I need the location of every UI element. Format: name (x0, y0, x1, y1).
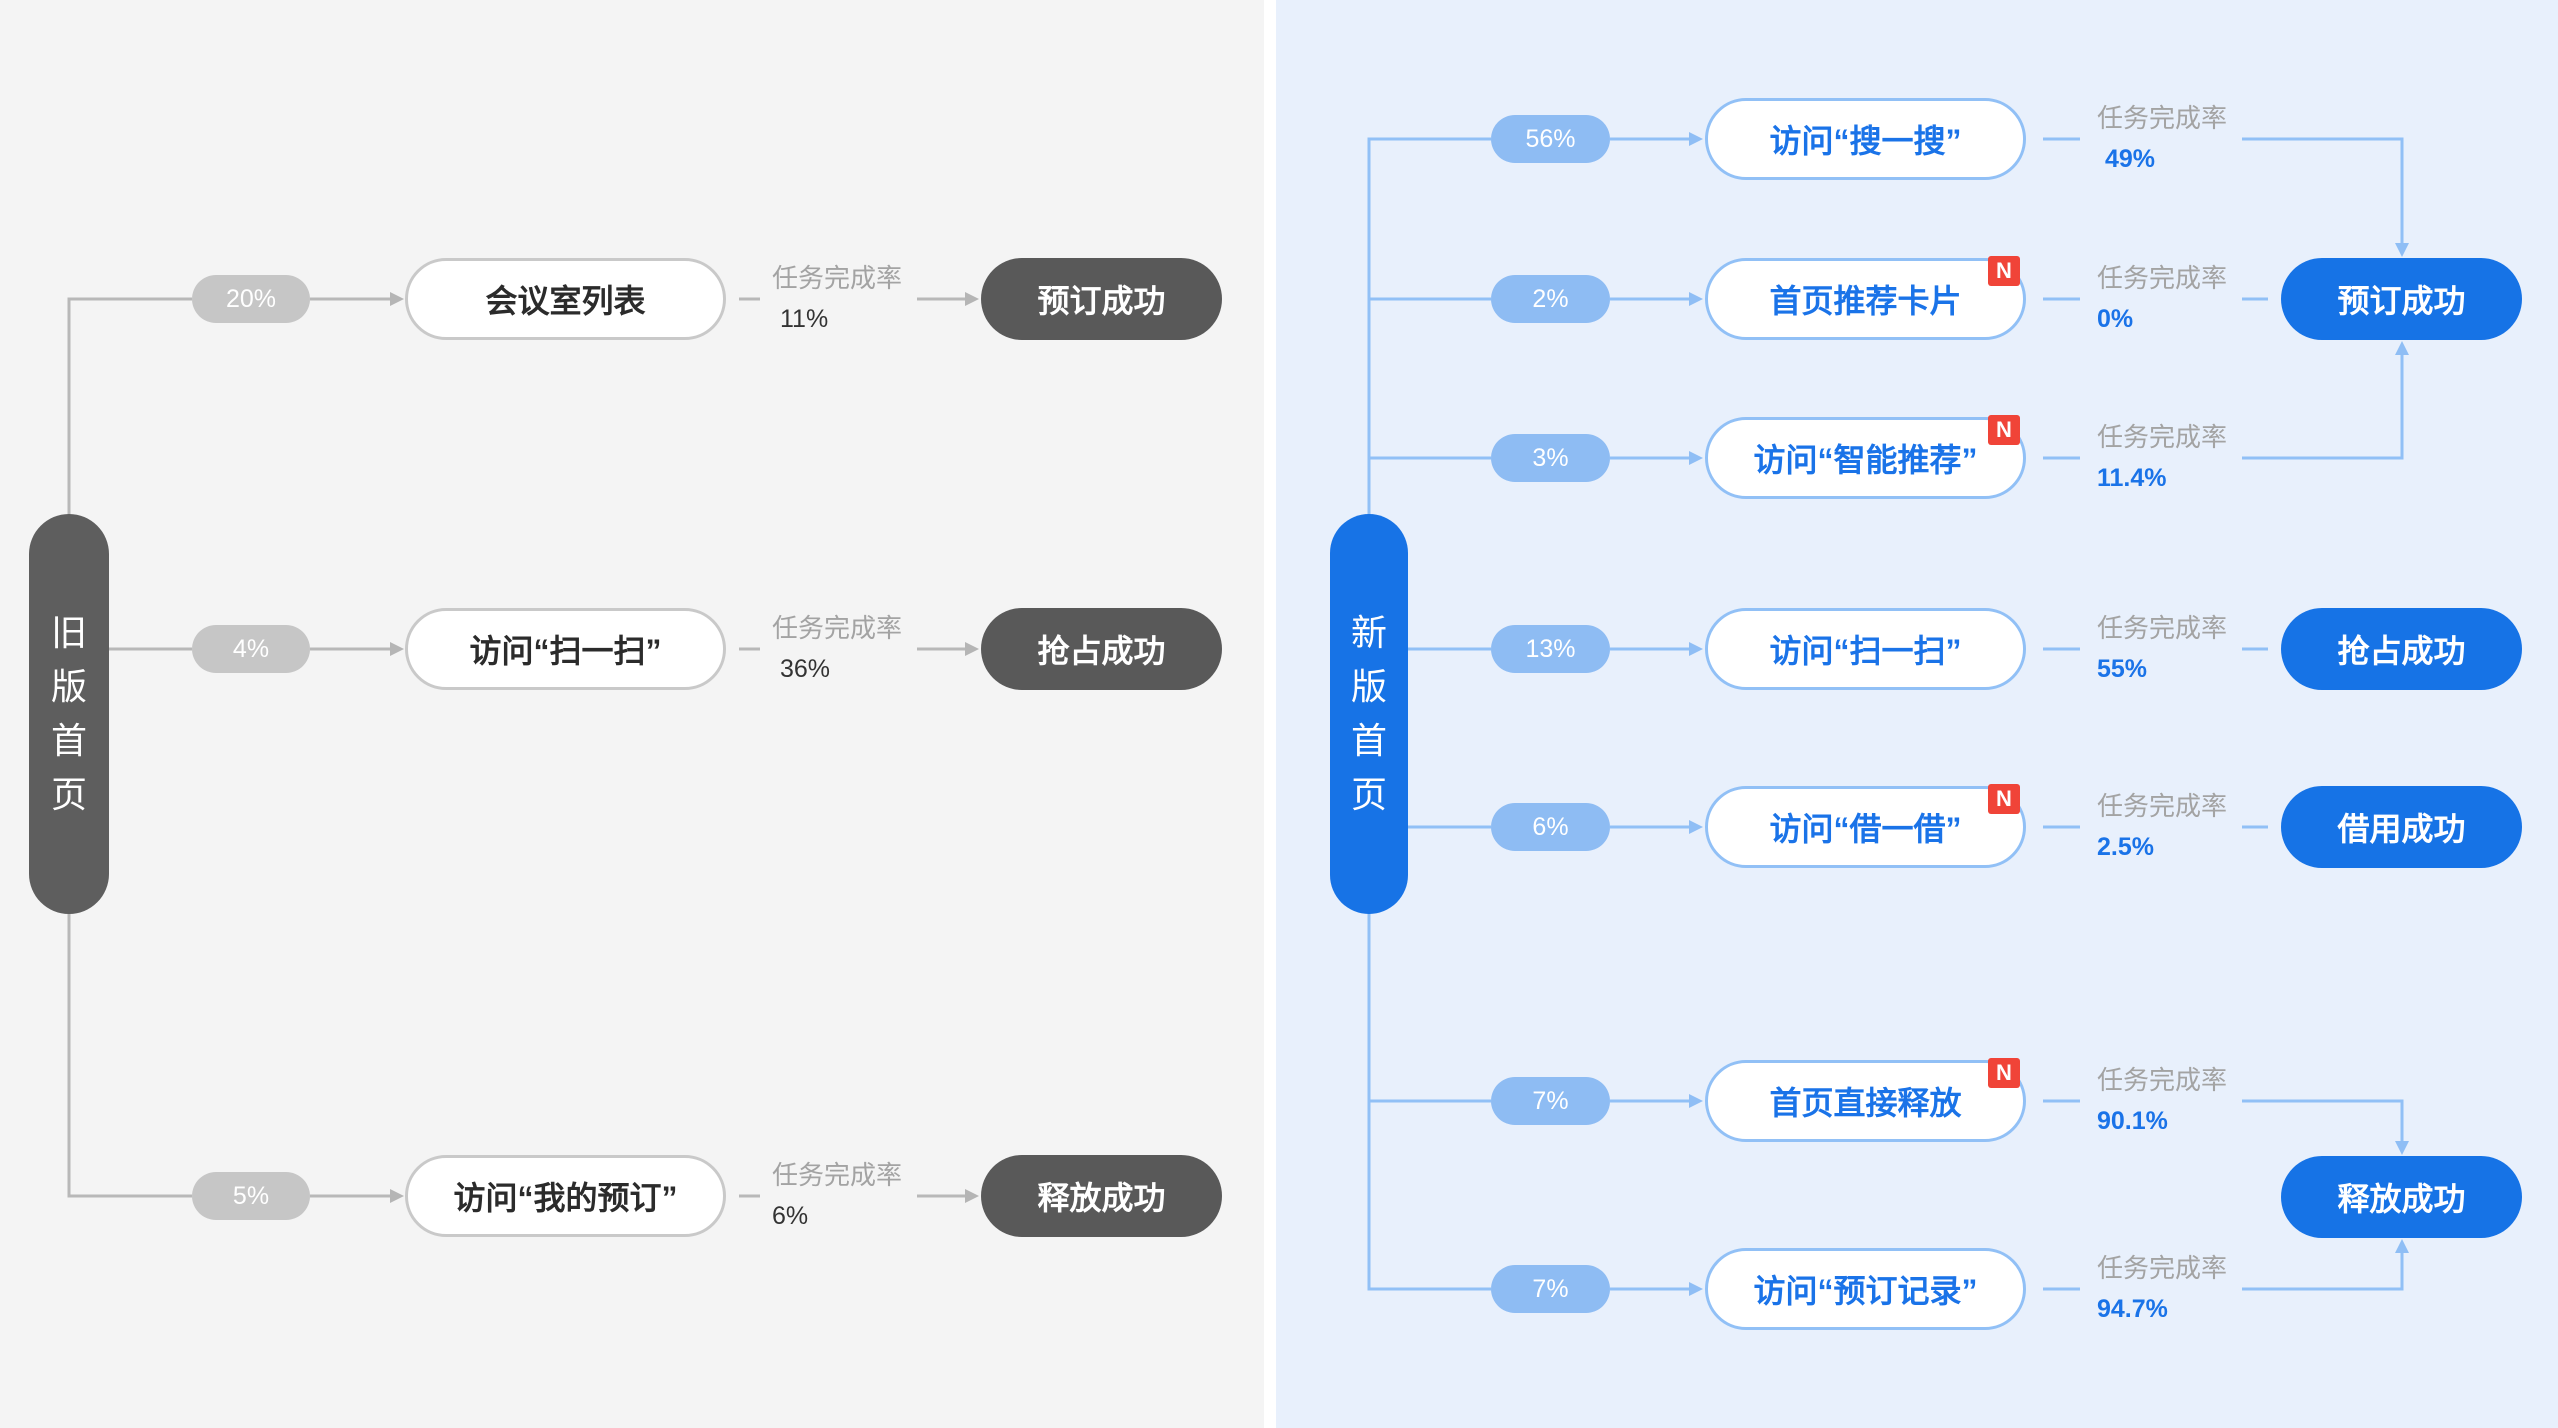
completion-rate-label: 任务完成率 (2097, 613, 2228, 643)
old-homepage-entry: 旧版首页 (29, 514, 109, 914)
traffic-share-pill: 3% (1491, 434, 1610, 482)
completion-rate-label: 任务完成率 (2097, 422, 2228, 452)
completion-rate-value: 11.4% (2097, 464, 2167, 492)
traffic-share-pill: 4% (192, 625, 310, 673)
new-arrow-to-result (2242, 137, 2409, 257)
panel-divider (1264, 0, 1276, 1428)
completion-rate-value: 6% (772, 1202, 809, 1230)
completion-rate-value: 2.5% (2097, 833, 2154, 861)
result-node: 预订成功 (981, 258, 1222, 340)
completion-rate-value: 11% (780, 305, 829, 333)
completion-rate-value: 49% (2105, 145, 2156, 173)
old-connectors (67, 292, 979, 1203)
completion-rate-label: 任务完成率 (2097, 1253, 2228, 1283)
entry-node: 访问“我的预订” (405, 1155, 726, 1237)
completion-rate-value: 94.7% (2097, 1295, 2168, 1323)
completion-rate-value: 36% (780, 655, 831, 683)
traffic-share-pill: 6% (1491, 803, 1610, 851)
traffic-share-pill: 13% (1491, 625, 1610, 673)
completion-rate-label: 任务完成率 (772, 613, 903, 643)
entry-node: 访问“扫一扫” (1705, 608, 2026, 690)
traffic-share-pill: 56% (1491, 115, 1610, 163)
completion-rate-label: 任务完成率 (2097, 263, 2228, 293)
new-badge-icon: N (1988, 1058, 2020, 1088)
new-arrow-to-result (2242, 341, 2409, 460)
traffic-share-pill: 2% (1491, 275, 1610, 323)
result-node-borrow: 借用成功 (2281, 786, 2522, 868)
traffic-share-pill: 7% (1491, 1265, 1610, 1313)
completion-rate-label: 任务完成率 (772, 263, 903, 293)
new-badge-icon: N (1988, 415, 2020, 445)
old-homepage-label: 旧版首页 (50, 612, 87, 815)
completion-rate-value: 90.1% (2097, 1107, 2168, 1135)
completion-rate-label: 任务完成率 (2097, 791, 2228, 821)
entry-node: 访问“预订记录” (1705, 1248, 2026, 1330)
entry-node: 访问“扫一扫” (405, 608, 726, 690)
entry-node: 访问“借一借” (1705, 786, 2026, 868)
result-node-release: 释放成功 (2281, 1156, 2522, 1238)
traffic-share-pill: 7% (1491, 1077, 1610, 1125)
new-connectors (1367, 132, 2409, 1296)
result-node-occupy: 抢占成功 (2281, 608, 2522, 690)
completion-rate-label: 任务完成率 (2097, 103, 2228, 133)
result-node: 释放成功 (981, 1155, 1222, 1237)
new-badge-icon: N (1988, 256, 2020, 286)
entry-node: 访问“搜一搜” (1705, 98, 2026, 180)
result-node: 抢占成功 (981, 608, 1222, 690)
new-arrow-to-result (2242, 1099, 2409, 1155)
completion-rate-value: 55% (2097, 655, 2148, 683)
completion-rate-value: 0% (2097, 305, 2134, 333)
new-homepage-entry: 新版首页 (1330, 514, 1408, 914)
completion-rate-label: 任务完成率 (2097, 1065, 2228, 1095)
new-homepage-label: 新版首页 (1350, 612, 1387, 815)
entry-node: 首页直接释放 (1705, 1060, 2026, 1142)
traffic-share-pill: 20% (192, 275, 310, 323)
completion-rate-label: 任务完成率 (772, 1160, 903, 1190)
new-arrow-to-result (2242, 1239, 2409, 1291)
entry-node: 会议室列表 (405, 258, 726, 340)
traffic-share-pill: 5% (192, 1172, 310, 1220)
entry-node: 访问“智能推荐” (1705, 417, 2026, 499)
entry-node: 首页推荐卡片 (1705, 258, 2026, 340)
new-badge-icon: N (1988, 784, 2020, 814)
result-node-booking: 预订成功 (2281, 258, 2522, 340)
